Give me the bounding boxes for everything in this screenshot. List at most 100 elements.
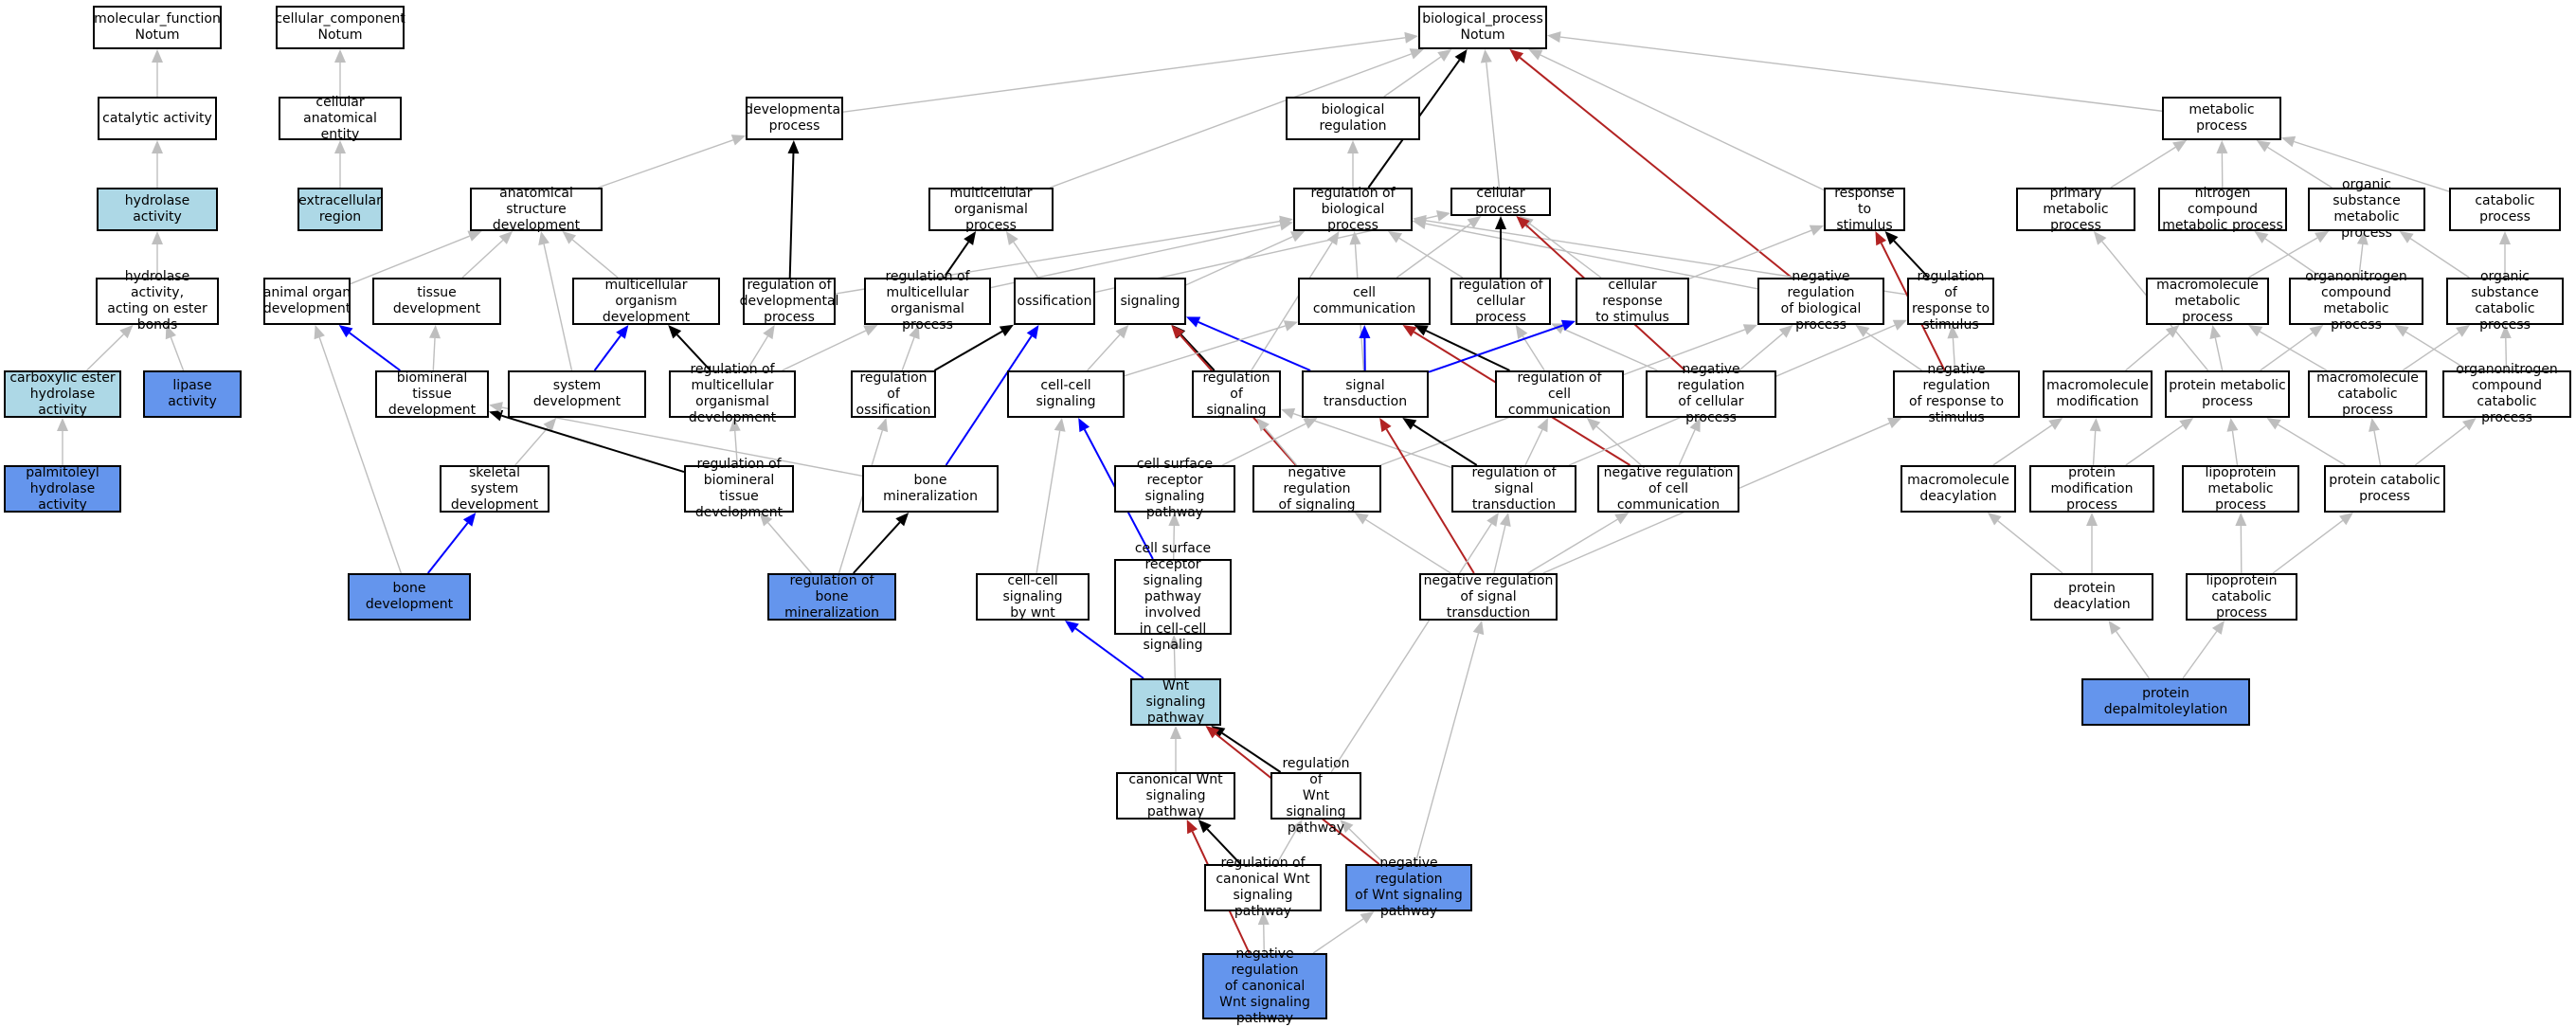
node-resp[interactable]: response to stimulus xyxy=(1824,188,1905,231)
node-signaling[interactable]: signaling xyxy=(1114,278,1186,325)
node-lipomet[interactable]: lipoprotein metabolic process xyxy=(2182,465,2299,513)
node-sigtrans[interactable]: signal transduction xyxy=(1302,370,1429,418)
node-asd[interactable]: anatomical structure development xyxy=(470,188,603,231)
edge-macrocat-to-macromet xyxy=(2260,332,2327,370)
node-regresp[interactable]: regulation of response to stimulus xyxy=(1907,278,1994,325)
node-aod[interactable]: animal organ development xyxy=(263,278,351,325)
node-primmet[interactable]: primary metabolic process xyxy=(2016,188,2135,231)
node-negregcell[interactable]: negative regulation of cellular process xyxy=(1646,370,1776,418)
node-orgnitro[interactable]: organonitrogen compound metabolic proces… xyxy=(2289,278,2423,325)
edge-protdepalm-to-lipocat xyxy=(2183,631,2217,678)
node-regbonemin[interactable]: regulation of bone mineralization xyxy=(767,573,896,621)
node-mod[interactable]: multicellular organism development xyxy=(572,278,720,325)
node-macrocat[interactable]: macromolecule catabolic process xyxy=(2308,370,2427,418)
node-bonedev[interactable]: bone development xyxy=(348,573,471,621)
arrowhead-lipocat-to-protcat xyxy=(2339,513,2353,525)
node-regoss[interactable]: regulation of ossification xyxy=(851,370,936,418)
node-regcc[interactable]: regulation of cell communication xyxy=(1495,370,1624,418)
node-tissue[interactable]: tissue development xyxy=(372,278,501,325)
node-protmet[interactable]: protein metabolic process xyxy=(2165,370,2290,418)
arrowhead-regwnt-to-regst xyxy=(1486,513,1499,527)
node-nitro[interactable]: nitrogen compound metabolic process xyxy=(2158,188,2287,231)
node-skel[interactable]: skeletal system development xyxy=(440,465,549,513)
node-carbox[interactable]: carboxylic ester hydrolase activity xyxy=(4,370,121,418)
node-negregsig[interactable]: negative regulation of signaling xyxy=(1252,465,1381,513)
arrowhead-protdeacyl-to-deacyl xyxy=(1988,513,2002,525)
node-extracell[interactable]: extracellular region xyxy=(297,188,383,231)
node-lipocat[interactable]: lipoprotein catabolic process xyxy=(2186,573,2297,621)
node-orgnitrocat[interactable]: organonitrogen compound catabolic proces… xyxy=(2442,370,2571,418)
node-cellresp[interactable]: cellular response to stimulus xyxy=(1576,278,1689,325)
node-osmp[interactable]: organic substance metabolic process xyxy=(2308,188,2425,231)
node-negregcc[interactable]: negative regulation of cell communicatio… xyxy=(1597,465,1739,513)
arrowhead-regmod-to-regdev xyxy=(763,325,774,339)
node-catalytic[interactable]: catalytic activity xyxy=(98,97,217,140)
node-csrsp[interactable]: cell surface receptor signaling pathway xyxy=(1114,465,1235,513)
node-negregwnt[interactable]: negative regulation of Wnt signaling pat… xyxy=(1345,864,1472,911)
node-mf[interactable]: molecular_function Notum xyxy=(93,6,222,49)
node-deacyl[interactable]: macromolecule deacylation xyxy=(1900,465,2016,513)
node-regmod[interactable]: regulation of multicellular organismal d… xyxy=(669,370,796,418)
node-cellcomm[interactable]: cell communication xyxy=(1298,278,1431,325)
edge-protcat-to-macrocat xyxy=(2374,431,2381,465)
node-ccsigwnt[interactable]: cell-cell signaling by wnt xyxy=(976,573,1090,621)
node-oscp[interactable]: organic substance catabolic process xyxy=(2446,278,2564,325)
edge-negregst-to-negregsig xyxy=(1366,519,1451,573)
edge-regmod-to-regmop xyxy=(783,331,866,370)
edge-bioreg-to-bp xyxy=(1384,57,1441,97)
node-palm[interactable]: palmitoleyl hydrolase activity xyxy=(4,465,121,513)
node-metab[interactable]: metabolic process xyxy=(2162,97,2281,140)
node-regsig[interactable]: regulation of signaling xyxy=(1192,370,1281,418)
node-negregst[interactable]: negative regulation of signal transducti… xyxy=(1419,573,1558,621)
node-sysdev[interactable]: system development xyxy=(508,370,646,418)
edge-protmod-to-macromod xyxy=(2094,431,2096,465)
edge-negregcell-to-regcell xyxy=(1563,329,1658,370)
edge-ossif-to-mop xyxy=(1014,243,1038,278)
node-bioreg[interactable]: biological regulation xyxy=(1286,97,1420,140)
node-cae[interactable]: cellular anatomical entity xyxy=(279,97,402,140)
arrowhead-devproc-to-bp xyxy=(1404,32,1418,44)
node-regcell[interactable]: regulation of cellular process xyxy=(1450,278,1551,325)
node-lipase[interactable]: lipase activity xyxy=(143,370,242,418)
node-canwnt[interactable]: canonical Wnt signaling pathway xyxy=(1116,772,1235,820)
edge-regst-to-regcc xyxy=(1525,430,1542,465)
node-regst[interactable]: regulation of signal transduction xyxy=(1451,465,1576,513)
arrowhead-lipocat-to-lipomet xyxy=(2235,513,2246,526)
node-protdepalm[interactable]: protein depalmitoleylation xyxy=(2081,678,2250,726)
node-catab[interactable]: catabolic process xyxy=(2449,188,2561,231)
node-wnt[interactable]: Wnt signaling pathway xyxy=(1130,678,1221,726)
node-protcat[interactable]: protein catabolic process xyxy=(2324,465,2445,513)
node-negregcanwnt[interactable]: negative regulation of canonical Wnt sig… xyxy=(1202,953,1327,1019)
node-cc[interactable]: cellular_component Notum xyxy=(276,6,405,49)
node-regbiomin[interactable]: regulation of biomineral tissue developm… xyxy=(684,465,794,513)
node-regbp[interactable]: regulation of biological process xyxy=(1293,188,1413,231)
arrowhead-mop-to-bp xyxy=(1410,48,1424,59)
arrowhead-primmet-to-metab xyxy=(2172,140,2187,152)
node-biomin[interactable]: biomineral tissue development xyxy=(375,370,489,418)
node-cellproc[interactable]: cellular process xyxy=(1450,188,1551,216)
node-regwnt[interactable]: regulation of Wnt signaling pathway xyxy=(1270,772,1361,820)
node-ccsig[interactable]: cell-cell signaling xyxy=(1007,370,1125,418)
node-negregbp[interactable]: negative regulation of biological proces… xyxy=(1757,278,1884,325)
node-regdev[interactable]: regulation of developmental process xyxy=(743,278,836,325)
node-hydrolase[interactable]: hydrolase activity xyxy=(97,188,218,231)
node-regcanwnt[interactable]: regulation of canonical Wnt signaling pa… xyxy=(1204,864,1322,911)
node-ossif[interactable]: ossification xyxy=(1014,278,1095,325)
node-bonemin[interactable]: bone mineralization xyxy=(862,465,999,513)
node-negregresp[interactable]: negative regulation of response to stimu… xyxy=(1893,370,2020,418)
arrowhead-negregcc-to-cellcomm xyxy=(1403,325,1417,336)
node-macromod[interactable]: macromolecule modification xyxy=(2043,370,2153,418)
node-bp[interactable]: biological_process Notum xyxy=(1418,6,1547,49)
node-protmod[interactable]: protein modification process xyxy=(2029,465,2154,513)
edge-carbox-to-hydroester xyxy=(87,334,124,370)
node-devproc[interactable]: developmental process xyxy=(746,97,843,140)
arrowhead-regoss-to-ossif xyxy=(1000,325,1014,336)
edge-negregcc-to-negregcell xyxy=(1679,430,1695,465)
node-protdeacyl[interactable]: protein deacylation xyxy=(2030,573,2153,621)
node-macromet[interactable]: macromolecule metabolic process xyxy=(2146,278,2269,325)
edge-regwnt-to-wnt xyxy=(1222,733,1281,772)
node-hydroester[interactable]: hydrolase activity, acting on ester bond… xyxy=(96,278,219,325)
node-csrspwnt[interactable]: cell surface receptor signaling pathway … xyxy=(1114,559,1232,635)
node-mop[interactable]: multicellular organismal process xyxy=(928,188,1054,231)
node-regmop[interactable]: regulation of multicellular organismal p… xyxy=(864,278,991,325)
